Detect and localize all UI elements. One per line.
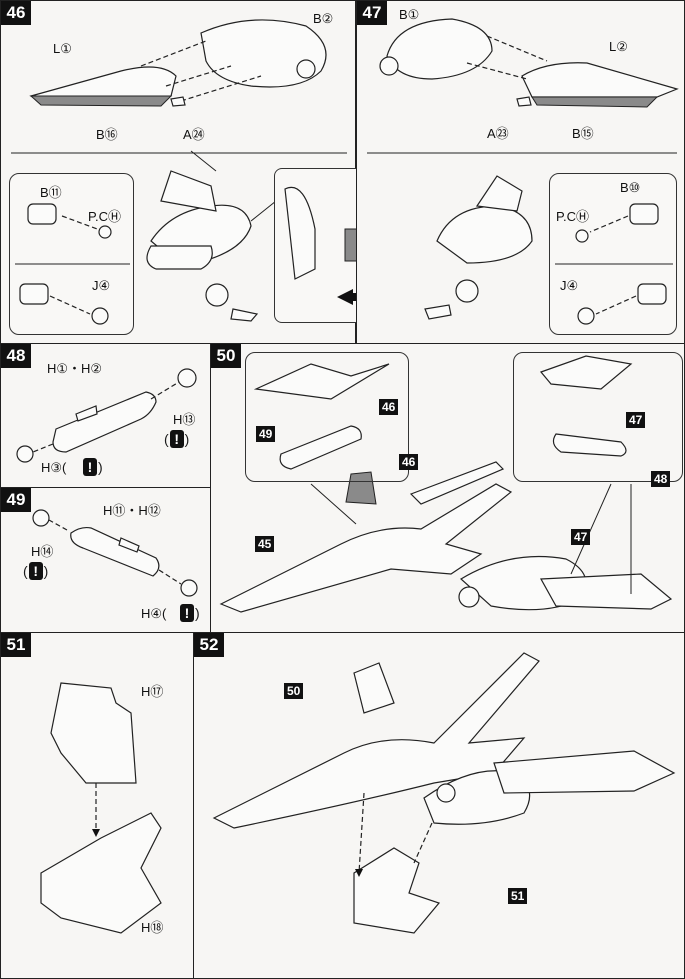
step-ref-50: 50 [284,683,304,699]
step-number: 46 [1,1,31,25]
sub-assembly-callout [245,352,409,482]
part-label-b2: B② [313,11,334,26]
step-ref-47: 47 [626,412,646,428]
step-number: 50 [211,344,241,368]
step-number: 52 [194,633,224,657]
step-48-panel: 48 H①・H② H⑬ (!) H③( !) [0,343,211,488]
warning-exclamation-icon: !) [179,604,200,622]
step-ref-46: 46 [399,454,419,470]
part-label-b10: B⑩ [620,180,641,195]
part-label-pch: P.CⒽ [88,209,121,224]
step-ref-48: 48 [651,471,671,487]
step-ref-47: 47 [571,529,591,545]
step-number: 47 [357,1,387,25]
part-label-j4: J④ [560,278,579,293]
step-ref-45: 45 [255,536,275,552]
step-47-panel: 47 B⑩ P.CⒽ J④ [356,0,685,344]
step-number: 48 [1,344,31,368]
part-label-h18: H⑱ [141,920,164,935]
step-49-panel: 49 H⑪・H⑫ H⑭ (!) H④( !) [0,487,211,633]
part-label-b15: B⑮ [572,126,594,141]
part-label-l2: L② [609,39,628,54]
part-label-b16: B⑯ [96,127,118,142]
step-51-panel: 51 H⑰ H⑱ [0,632,194,979]
part-label-h1-h2: H①・H② [47,361,103,376]
step-number: 49 [1,488,31,512]
part-label-h17: H⑰ [141,684,164,699]
detail-callout: B⑩ P.CⒽ J④ [549,173,677,335]
part-label-pch: P.CⒽ [556,209,589,224]
step-ref-51: 51 [508,888,528,904]
step-number: 51 [1,633,31,657]
step-ref-49: 49 [256,426,276,442]
part-label-b1: B① [399,7,420,22]
part-label-j4: J④ [92,278,111,293]
part-label-h14: H⑭ [31,544,54,559]
sub-assembly-callout [513,352,683,482]
step-52-panel: 52 50 51 [193,632,685,979]
step-ref-46: 46 [379,399,399,415]
part-label-h13: H⑬ [173,412,196,427]
part-label-h3: H③( [41,460,67,475]
part-label-b11: B⑪ [40,185,62,200]
part-label-a23: A㉓ [487,126,509,141]
part-label-l1: L① [53,41,72,56]
part-label-a24: A㉔ [183,127,205,142]
warning-exclamation-icon: (!) [23,562,49,580]
step-50-panel: 50 46 49 47 48 46 45 47 [210,343,685,633]
detail-callout: B⑪ P.CⒽ J④ [9,173,134,335]
part-label-h11-h12: H⑪・H⑫ [103,503,161,518]
wing-assembly-drawing [11,19,347,322]
part-label-h4: H④( [141,606,167,621]
warning-exclamation-icon: (!) [164,430,190,448]
warning-exclamation-icon: !) [82,458,103,476]
